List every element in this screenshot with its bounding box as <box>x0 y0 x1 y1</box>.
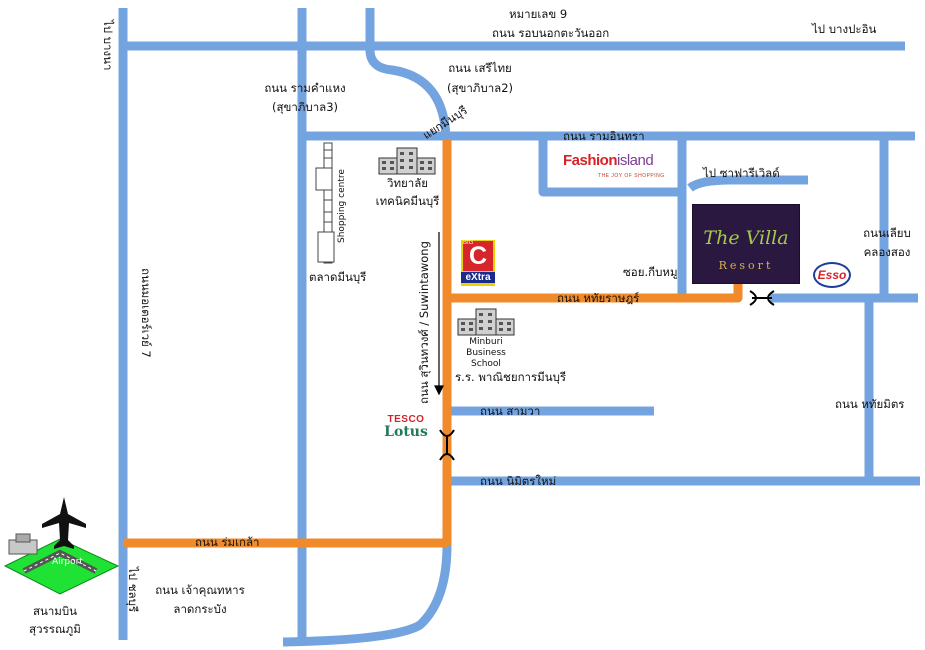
label-to-bangpa-in: ไป บางปะอิน <box>812 22 877 36</box>
label-khlong-song: คลองสอง <box>863 245 911 259</box>
big-c-big: BIG <box>463 240 474 246</box>
label-ramintra: ถนน รามอินทรา <box>563 129 645 143</box>
label-tech-college-2: เทคนิคมีนบุรี <box>375 194 440 208</box>
label-sukhapiban2: (สุขาภิบาล2) <box>446 81 513 95</box>
big-c-logo: C BIG eXtra <box>461 240 495 286</box>
label-to-chonburi: ไป ชลบุรี <box>126 567 140 613</box>
label-rom-klao: ถนน ร่มเกล้า <box>195 535 260 549</box>
label-sukhapiban3: (สุขาภิบาล3) <box>271 100 338 114</box>
esso-logo: Esso <box>813 262 851 288</box>
label-school-en-3: School <box>471 359 501 369</box>
label-motorway7: ถนนมอเตอร์เวย์ 7 <box>139 268 153 358</box>
label-liab: ถนนเลียบ <box>863 226 911 240</box>
label-samwa: ถนน สามวา <box>480 404 541 418</box>
label-to-safari-world: ไป ซาฟารีเวิลด์ <box>703 166 780 180</box>
label-chao-khun-thahan: ถนน เจ้าคุณทหาร <box>155 583 245 597</box>
label-airport-th-2: สุวรรณภูมิ <box>29 622 81 636</box>
tech-college-icon <box>378 147 436 175</box>
label-tech-college-1: วิทยาลัย <box>386 176 429 190</box>
tesco-lotus-logo: TESCO Lotus <box>381 414 431 439</box>
road-seri-thai <box>365 8 451 141</box>
road-safari-branch <box>687 175 808 192</box>
tesco-bottom: Lotus <box>384 424 428 440</box>
label-minburi-market: ตลาดมีนบุรี <box>309 270 367 284</box>
label-airport-th-1: สนามบิน <box>32 604 78 618</box>
big-c-mark: C <box>463 241 493 271</box>
label-hathai-rat: ถนน หทัยราษฎร์ <box>557 291 640 305</box>
label-soi-kiboo: ซอย.กีบหมู <box>623 265 678 279</box>
label-highway9: หมายเลข 9 <box>509 7 568 21</box>
villa-resort-logo: The Villa Resort <box>692 204 800 284</box>
big-c-extra: eXtra <box>461 272 495 283</box>
airport-icon <box>3 497 120 595</box>
label-school-en-2: Business <box>466 348 506 358</box>
villa-title: The Villa <box>703 227 789 249</box>
villa-subtitle: Resort <box>718 259 774 272</box>
business-school-icon <box>457 308 515 336</box>
label-school-en-1: Minburi <box>469 337 503 347</box>
label-school-th: ร.ร. พาณิชยการมีนบุรี <box>455 370 567 384</box>
label-shopping-centre: Shopping centre <box>337 169 347 243</box>
label-seri-thai: ถนน เสรีไทย <box>448 61 512 75</box>
label-outer-ring: ถนน รอบนอกตะวันออก <box>492 26 610 40</box>
fashion-island-tagline: THE JOY OF SHOPPING <box>598 173 665 179</box>
label-hathai-mit: ถนน หทัยมิตร <box>835 397 905 411</box>
fashion-island-logo: Fashionisland <box>563 152 654 169</box>
label-airport: Airport <box>52 557 83 567</box>
label-ramkhamhaeng: ถนน รามคำแหง <box>264 81 346 95</box>
label-to-bangna: ไป บางนา <box>101 20 115 71</box>
route-hathai-rat <box>447 280 743 303</box>
label-lat-krabang: ลาดกระบัง <box>173 602 227 616</box>
label-suwinthawong: ถนน สุวินทวงศ์ / Suwintawong <box>417 241 431 404</box>
shopping-centre-icon <box>315 142 335 264</box>
label-nimit-mai: ถนน นิมิตรใหม่ <box>480 474 557 488</box>
road-south-curve <box>282 544 452 647</box>
tesco-top: TESCO <box>387 414 425 425</box>
road-fashion-loop <box>538 136 678 197</box>
